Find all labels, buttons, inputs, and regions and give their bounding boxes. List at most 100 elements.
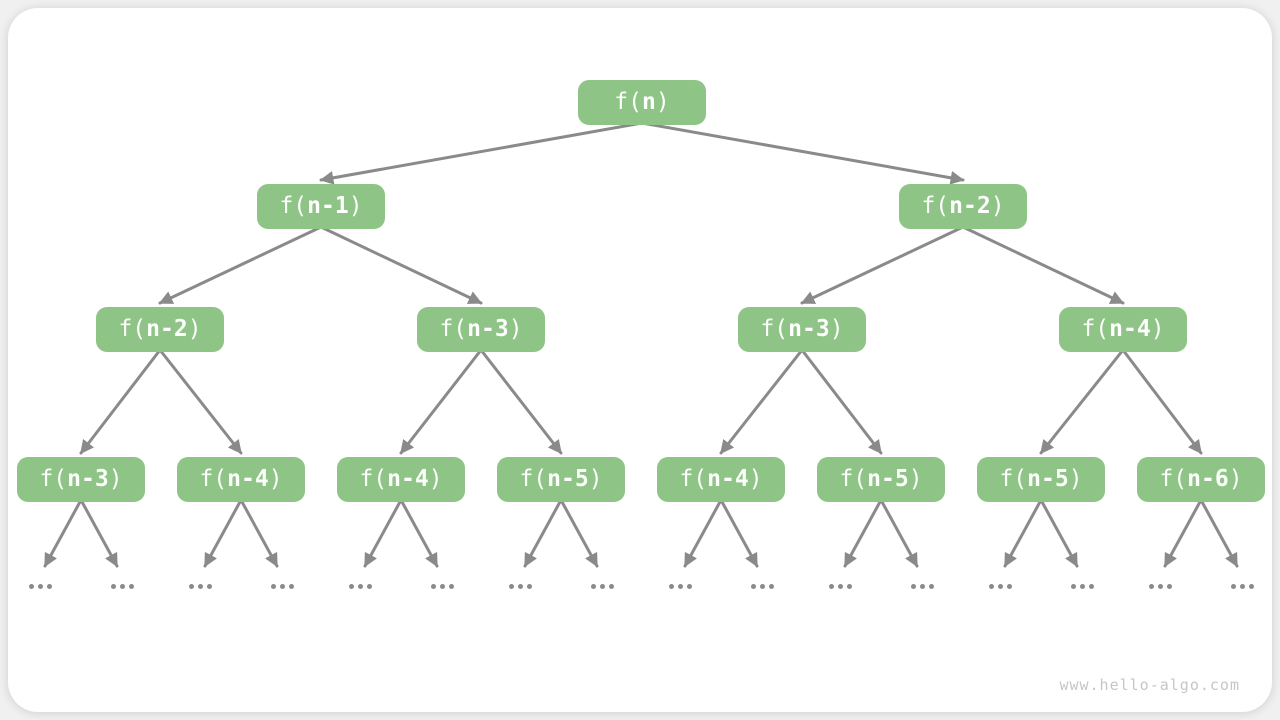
tree-node-l6: f(n-5) bbox=[817, 457, 945, 502]
dot bbox=[440, 584, 445, 589]
node-label-var: n-4 bbox=[1109, 316, 1151, 342]
dot bbox=[358, 584, 363, 589]
dot bbox=[929, 584, 934, 589]
node-label-post: ) bbox=[268, 466, 283, 492]
tree-node-l2: f(n-4) bbox=[177, 457, 305, 502]
node-label-var: n-6 bbox=[1187, 466, 1229, 492]
node-label-pre: f( bbox=[199, 466, 228, 492]
dot bbox=[518, 584, 523, 589]
tree-node-l1: f(n-3) bbox=[17, 457, 145, 502]
node-label-var: n-4 bbox=[227, 466, 269, 492]
dot bbox=[47, 584, 52, 589]
dot bbox=[838, 584, 843, 589]
ellipsis-dots bbox=[1071, 584, 1094, 589]
watermark: www.hello-algo.com bbox=[1059, 676, 1240, 694]
tree-node-l4: f(n-5) bbox=[497, 457, 625, 502]
dot bbox=[920, 584, 925, 589]
dot bbox=[29, 584, 34, 589]
node-label-post: ) bbox=[1068, 466, 1083, 492]
dot bbox=[829, 584, 834, 589]
node-label-var: n-5 bbox=[547, 466, 589, 492]
ellipsis-dots bbox=[111, 584, 134, 589]
tree-node-n2: f(n-2) bbox=[899, 184, 1027, 229]
dot bbox=[847, 584, 852, 589]
dot bbox=[129, 584, 134, 589]
node-label-pre: f( bbox=[39, 466, 68, 492]
ellipsis-dots bbox=[271, 584, 294, 589]
tree-node-n2a: f(n-3) bbox=[738, 307, 866, 352]
dot bbox=[527, 584, 532, 589]
dot bbox=[687, 584, 692, 589]
dot bbox=[760, 584, 765, 589]
node-label-pre: f( bbox=[760, 316, 789, 342]
node-label-post: ) bbox=[655, 89, 670, 115]
dot bbox=[751, 584, 756, 589]
node-label-post: ) bbox=[1150, 316, 1165, 342]
ellipsis-dots bbox=[189, 584, 212, 589]
dot bbox=[449, 584, 454, 589]
dot bbox=[271, 584, 276, 589]
dot bbox=[289, 584, 294, 589]
ellipsis-dots bbox=[829, 584, 852, 589]
node-label-pre: f( bbox=[921, 193, 950, 219]
node-label-var: n-1 bbox=[307, 193, 349, 219]
dot bbox=[367, 584, 372, 589]
tree-node-n1: f(n-1) bbox=[257, 184, 385, 229]
ellipsis-dots bbox=[349, 584, 372, 589]
dot bbox=[280, 584, 285, 589]
node-label-var: n-2 bbox=[146, 316, 188, 342]
tree-node-n: f(n) bbox=[578, 80, 706, 125]
node-label-var: n-3 bbox=[467, 316, 509, 342]
node-label-post: ) bbox=[990, 193, 1005, 219]
node-label-var: n-3 bbox=[788, 316, 830, 342]
node-label-var: n-2 bbox=[949, 193, 991, 219]
dot bbox=[989, 584, 994, 589]
ellipsis-dots bbox=[911, 584, 934, 589]
dot bbox=[198, 584, 203, 589]
dot bbox=[189, 584, 194, 589]
dot bbox=[1007, 584, 1012, 589]
node-label-post: ) bbox=[1228, 466, 1243, 492]
tree-node-n1a: f(n-2) bbox=[96, 307, 224, 352]
ellipsis-dots bbox=[669, 584, 692, 589]
ellipsis-dots bbox=[29, 584, 52, 589]
dot bbox=[431, 584, 436, 589]
tree-node-l7: f(n-5) bbox=[977, 457, 1105, 502]
node-label-pre: f( bbox=[279, 193, 308, 219]
node-label-pre: f( bbox=[839, 466, 868, 492]
node-label-var: n bbox=[641, 89, 656, 115]
dot bbox=[1167, 584, 1172, 589]
node-label-var: n-5 bbox=[867, 466, 909, 492]
node-label-post: ) bbox=[908, 466, 923, 492]
dot bbox=[1158, 584, 1163, 589]
dot bbox=[911, 584, 916, 589]
dot bbox=[120, 584, 125, 589]
dot bbox=[1249, 584, 1254, 589]
dot bbox=[600, 584, 605, 589]
node-label-post: ) bbox=[748, 466, 763, 492]
tree-node-l5: f(n-4) bbox=[657, 457, 785, 502]
dot bbox=[1231, 584, 1236, 589]
dot bbox=[207, 584, 212, 589]
dot bbox=[1240, 584, 1245, 589]
dot bbox=[669, 584, 674, 589]
node-label-pre: f( bbox=[614, 89, 642, 115]
ellipsis-dots bbox=[751, 584, 774, 589]
node-label-var: n-4 bbox=[707, 466, 749, 492]
node-label-pre: f( bbox=[999, 466, 1028, 492]
dot bbox=[38, 584, 43, 589]
dot bbox=[998, 584, 1003, 589]
node-label-post: ) bbox=[588, 466, 603, 492]
dot bbox=[1089, 584, 1094, 589]
node-label-post: ) bbox=[187, 316, 202, 342]
node-label-post: ) bbox=[829, 316, 844, 342]
dot bbox=[1149, 584, 1154, 589]
ellipsis-dots bbox=[431, 584, 454, 589]
tree-node-l8: f(n-6) bbox=[1137, 457, 1265, 502]
ellipsis-dots bbox=[1231, 584, 1254, 589]
node-label-post: ) bbox=[348, 193, 363, 219]
node-label-var: n-5 bbox=[1027, 466, 1069, 492]
node-label-post: ) bbox=[428, 466, 443, 492]
node-label-pre: f( bbox=[359, 466, 388, 492]
